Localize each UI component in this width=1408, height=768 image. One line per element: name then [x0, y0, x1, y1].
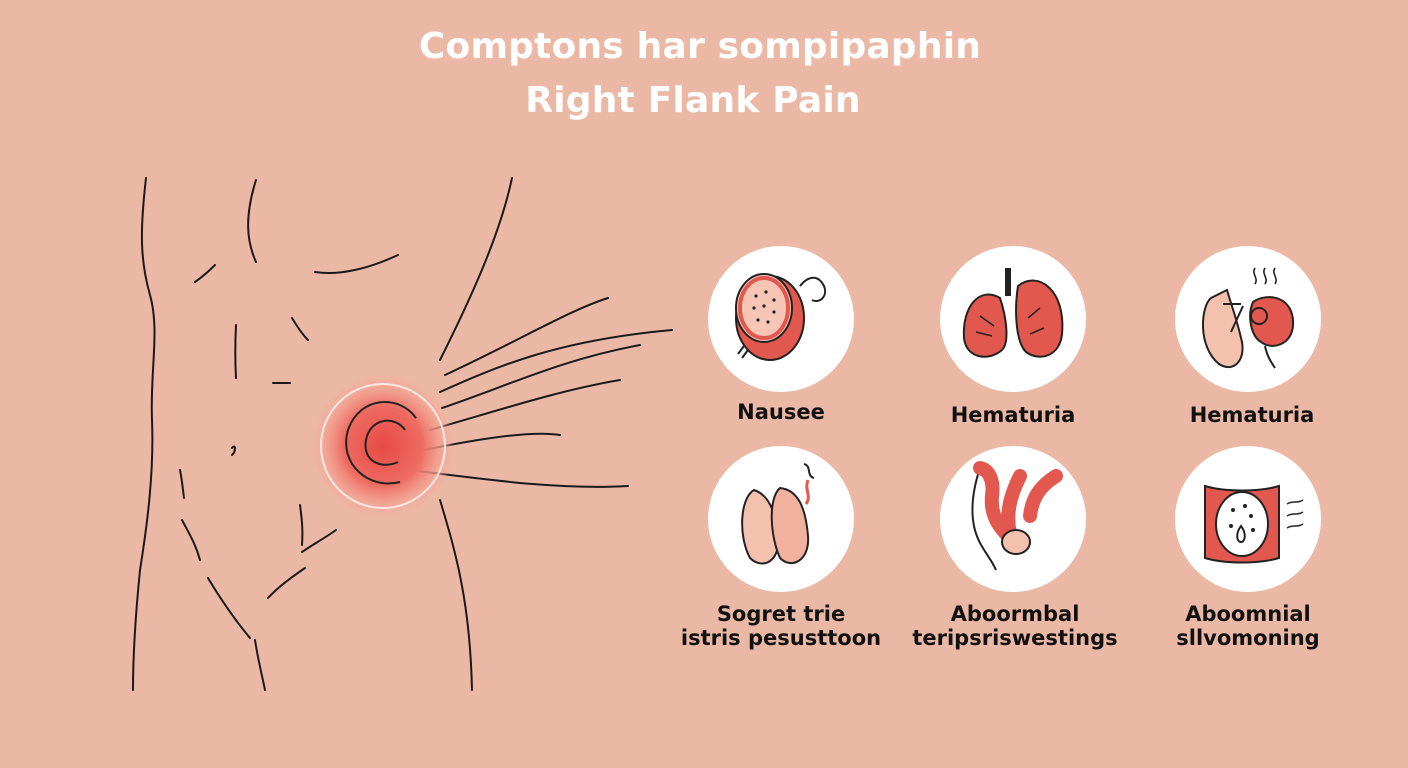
lungs-icon	[962, 268, 1064, 358]
abdomen-swelling-icon	[1204, 484, 1304, 564]
symptom-icon-circle-1	[708, 246, 854, 392]
stomach-icon	[735, 273, 826, 361]
torso-left-outline	[132, 177, 156, 691]
symptom-icon-circle-4	[708, 446, 854, 592]
symptom-icon-circle-5	[940, 446, 1086, 592]
torso-chest-line	[247, 179, 257, 263]
symptom-icon-circle-3	[1175, 246, 1321, 392]
symptom-label-5: Aboormbal teripsriswestings	[912, 602, 1118, 650]
pain-rings	[345, 401, 417, 485]
symptom-label-6: Aboomnial sllvomoning	[1176, 602, 1320, 650]
torso-right-lower-outline	[439, 499, 473, 691]
torso-illustration	[132, 177, 673, 691]
kidneys-icon	[741, 463, 815, 565]
intestine-icon	[971, 461, 1063, 571]
diagram-title: Comptons har sompipaphin	[418, 26, 982, 67]
digestive-organ-icon	[1202, 267, 1295, 369]
pain-focus-glow	[311, 374, 455, 518]
symptom-icon-circle-6	[1175, 446, 1321, 592]
symptom-label-4: Sogret trie istris pesusttoon	[680, 602, 882, 650]
torso-right-outline	[439, 177, 513, 361]
symptom-label-2: Hematuria	[950, 403, 1076, 427]
symptom-label-3: Hematuria	[1189, 403, 1315, 427]
symptom-icon-circle-2	[940, 246, 1086, 392]
symptom-label-1: Nausee	[737, 400, 825, 424]
diagram-subtitle: Right Flank Pain	[525, 80, 861, 121]
